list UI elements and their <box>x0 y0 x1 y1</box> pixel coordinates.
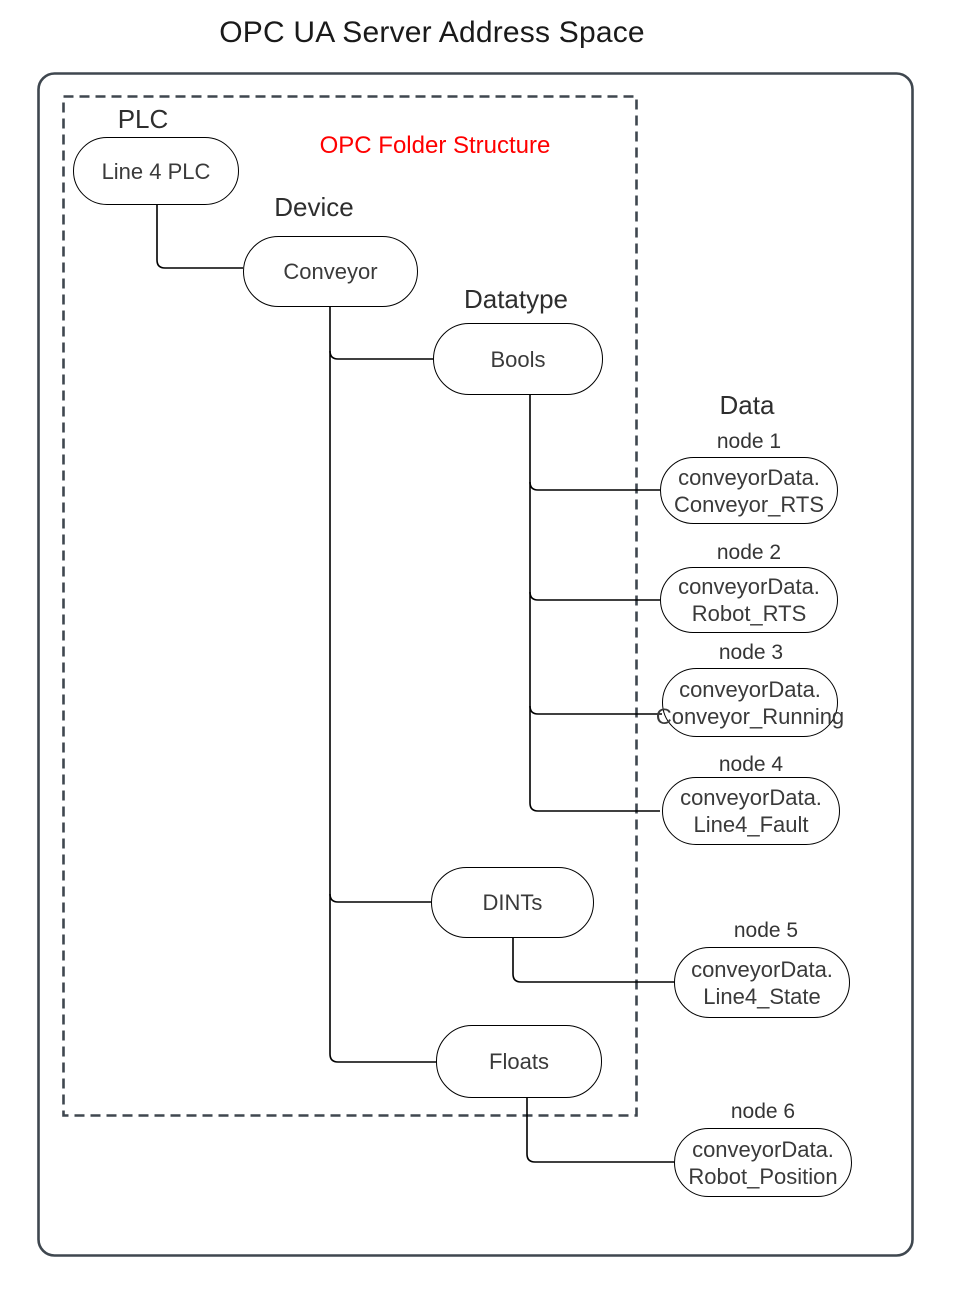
folder-pill-label: DINTs <box>482 890 543 915</box>
folder-pill-line4-plc: Line 4 PLC <box>73 137 239 205</box>
folder-pill-label: Line 4 PLC <box>101 158 211 184</box>
connector-bools-to-node4 <box>529 395 660 812</box>
node-text-line2: Line4_State <box>703 983 821 1009</box>
data-node-pill-4: conveyorData. Line4_Fault <box>662 777 840 845</box>
folder-pill-label: Conveyor <box>283 259 378 284</box>
node-text-line2: Line4_Fault <box>693 812 809 837</box>
folder-pill-label: Floats <box>489 1049 549 1074</box>
node-text-line1: conveyorData. <box>679 676 821 702</box>
node-label-5: node 5 <box>733 919 799 942</box>
node-label-2: node 2 <box>716 541 782 564</box>
connector-dints-to-node5 <box>512 938 674 983</box>
level-label-plc: PLC <box>117 104 169 134</box>
folder-structure-dashed-frame <box>62 95 638 1117</box>
connector-conveyor-to-bools <box>329 350 433 360</box>
node-text-line1: conveyorData. <box>680 785 822 810</box>
connector-bools-to-node2 <box>529 591 660 601</box>
data-node-pill-5: conveyorData. Line4_State <box>674 947 850 1018</box>
level-label-device: Device <box>274 192 354 222</box>
node-text-line1: conveyorData. <box>678 464 820 490</box>
data-node-pill-6: conveyorData. Robot_Position <box>674 1128 852 1197</box>
data-node-pill-3: conveyorData. Conveyor_Running <box>656 668 844 737</box>
connector-conveyor-to-floats <box>329 307 436 1063</box>
node-label-4: node 4 <box>718 753 784 776</box>
node-text-line2: Conveyor_RTS <box>674 491 824 517</box>
connector-floats-to-node6 <box>526 1098 674 1163</box>
folder-structure-annotation: OPC Folder Structure <box>319 132 551 159</box>
connector-bools-to-node1 <box>529 481 660 491</box>
data-node-pill-1: conveyorData. Conveyor_RTS <box>660 457 838 524</box>
node-label-6: node 6 <box>730 1100 796 1123</box>
folder-pill-conveyor: Conveyor <box>243 236 418 307</box>
folder-pill-label: Bools <box>490 346 546 372</box>
connector-conveyor-to-dints <box>329 893 431 903</box>
outer-frame <box>37 72 914 1257</box>
connector-plc-to-conveyor <box>156 205 243 269</box>
page-title: OPC UA Server Address Space <box>219 16 645 49</box>
node-text-line2: Conveyor_Running <box>655 703 845 729</box>
node-text-line2: Robot_RTS <box>691 601 807 626</box>
node-text-line2: Robot_Position <box>688 1163 838 1189</box>
folder-pill-bools: Bools <box>433 323 603 395</box>
level-label-data: Data <box>719 390 775 420</box>
data-node-pill-2: conveyorData. Robot_RTS <box>660 567 838 633</box>
folder-pill-floats: Floats <box>436 1025 602 1098</box>
node-text-line1: conveyorData. <box>678 574 820 599</box>
folder-pill-dints: DINTs <box>431 867 594 938</box>
node-text-line1: conveyorData. <box>691 956 833 982</box>
connector-bools-to-node3 <box>529 705 662 715</box>
node-label-3: node 3 <box>718 641 784 664</box>
node-label-1: node 1 <box>716 430 782 453</box>
level-label-datatype: Datatype <box>463 284 569 314</box>
node-text-line1: conveyorData. <box>692 1136 834 1162</box>
